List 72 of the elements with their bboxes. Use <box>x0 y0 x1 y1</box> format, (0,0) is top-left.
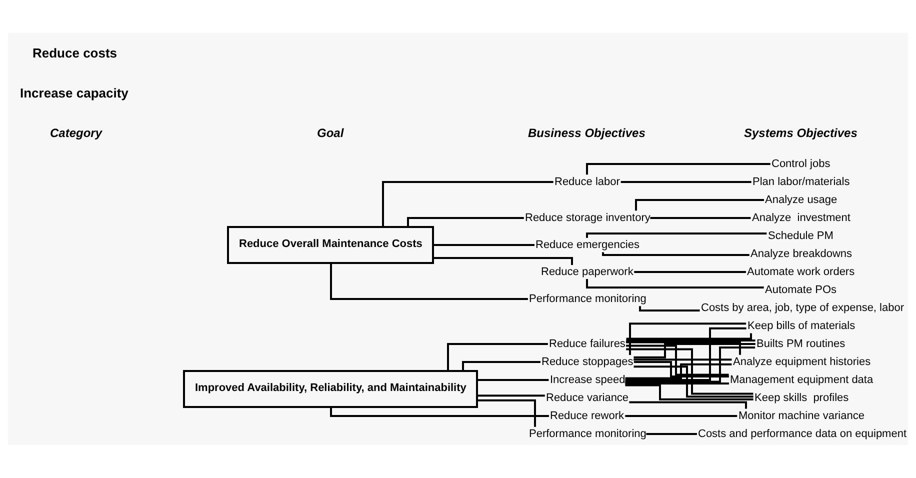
connector <box>625 346 756 383</box>
node-text: Increase speed <box>550 374 626 386</box>
connector <box>635 199 764 211</box>
connector <box>626 340 756 342</box>
connector <box>626 333 752 340</box>
node-text: Reduce failures <box>549 338 626 350</box>
connector <box>407 217 524 227</box>
node-text: Analyze usage <box>765 194 838 206</box>
node-text: Control jobs <box>772 158 830 170</box>
node-text: Costs by area, job, type of expense, labor <box>701 302 904 314</box>
label: Goal <box>317 126 344 140</box>
connector <box>602 252 750 256</box>
connector <box>625 327 746 381</box>
node-text: Performance monitoring <box>529 292 646 305</box>
connector <box>586 232 767 238</box>
node-text: Plan labor/materials <box>752 176 850 188</box>
node-text: Analyze investment <box>752 212 850 224</box>
node-text: Keep skills profiles <box>754 392 849 404</box>
node-box: Reduce Overall Maintenance Costs <box>227 226 434 264</box>
label: Business Objectives <box>528 126 646 140</box>
connector <box>650 217 751 219</box>
connector <box>625 415 738 417</box>
node-text: Keep bills of materials <box>748 320 856 332</box>
node-text: Reduce paperwork <box>541 266 634 278</box>
node-text: Analyze breakdowns <box>750 248 852 260</box>
connector <box>634 361 729 378</box>
node-text: Monitor machine variance <box>738 410 864 422</box>
connector <box>462 361 540 371</box>
node-text: Reduce labor <box>554 176 620 188</box>
node-text: Management equipment data <box>730 374 874 386</box>
connector <box>634 366 754 398</box>
connector <box>626 348 754 395</box>
node-text: Automate work orders <box>747 266 855 278</box>
node-text: Analyze equipment histories <box>733 356 871 368</box>
label: Systems Objectives <box>744 126 858 140</box>
node-text: Costs and performance data on equipment <box>698 428 907 440</box>
label: Increase capacity <box>20 85 128 100</box>
connector <box>477 399 536 427</box>
connector <box>634 343 756 358</box>
connector <box>620 181 752 183</box>
node-text: Reduce storage inventory <box>525 212 650 224</box>
connector <box>629 401 747 409</box>
connector <box>634 358 732 361</box>
connector <box>477 379 549 381</box>
connector <box>629 322 746 355</box>
node-text: Reduce rework <box>550 410 624 422</box>
label: Category <box>50 126 102 140</box>
connector <box>634 271 746 273</box>
node-box: Improved Availability, Reliability, and Maintainability <box>183 370 478 408</box>
connector <box>626 344 729 376</box>
connector <box>626 341 741 355</box>
node-text: Schedule PM <box>768 230 834 242</box>
node-text: Builts PM routines <box>756 338 846 350</box>
connector <box>433 257 573 265</box>
connector <box>625 363 732 380</box>
connector <box>625 384 754 400</box>
node-text: Reduce variance <box>546 392 629 404</box>
label: Reduce costs <box>32 45 118 60</box>
node-text: Automate POs <box>765 284 837 296</box>
node-text: Reduce emergencies <box>536 238 640 251</box>
connector <box>477 394 545 397</box>
connector <box>639 306 700 312</box>
connector <box>433 244 534 246</box>
connector <box>447 343 548 371</box>
node-text: Performance monitoring <box>529 428 646 440</box>
node-text: Reduce stoppages <box>542 356 634 368</box>
connector <box>330 407 549 417</box>
connector <box>382 181 554 227</box>
connector <box>330 263 528 300</box>
connector <box>586 279 764 288</box>
connector <box>646 433 697 435</box>
connector <box>625 382 729 384</box>
